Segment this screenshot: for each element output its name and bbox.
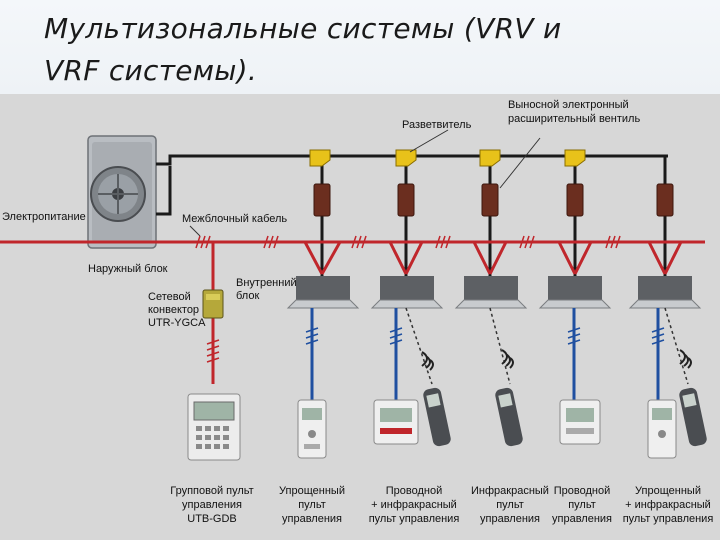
label-indoor-line1: Внутренний: [236, 277, 297, 289]
indoor-unit: [454, 276, 528, 309]
outdoor-unit: [87, 135, 157, 249]
indoor-unit: [286, 276, 360, 309]
splitters: [309, 149, 586, 167]
wired-controller: [559, 399, 601, 445]
label-interblock: Межблочный кабель: [182, 213, 287, 225]
control-cables: [310, 308, 660, 400]
controller-label-5-line1: Проводной: [554, 485, 611, 497]
indoor-unit: [538, 276, 612, 309]
controller-label-1-line1: Групповой пульт: [170, 485, 253, 497]
controller-label-4-line1: Инфракрасный: [471, 485, 549, 497]
label-netconv-line3: UTR-YGCA: [148, 317, 206, 329]
label-netconv-line1: Сетевой: [148, 291, 191, 303]
label-exv-line2: расширительный вентиль: [508, 113, 640, 125]
controller-label-4-line3: управления: [480, 513, 540, 525]
slide-title: Мультизональные системы (VRV и VRF систе…: [44, 8, 684, 92]
controller-label-2-line2: пульт: [298, 499, 326, 511]
indoor-unit: [370, 276, 444, 309]
controller-label-2-line3: управления: [282, 513, 342, 525]
vrf-diagram: Электропитание Наружный блок Межблочный …: [0, 94, 720, 540]
controller-label-4-line2: пульт: [496, 499, 524, 511]
indoor-units: [286, 276, 702, 309]
group-controller: [187, 393, 241, 461]
diagram-svg: Электропитание Наружный блок Межблочный …: [0, 99, 713, 525]
wired-ir-controller: [373, 399, 419, 445]
label-indoor-line2: блок: [236, 290, 259, 302]
controller-labels: Групповой пульт управления UTB-GDB Упрощ…: [170, 485, 713, 525]
controller-label-3-line3: пульт управления: [369, 513, 460, 525]
title-line-2: VRF системы).: [44, 54, 258, 87]
label-netconv-line2: конвектор: [148, 304, 199, 316]
network-converter: [202, 289, 224, 319]
power-cable: [0, 240, 705, 384]
label-exv-line1: Выносной электронный: [508, 99, 629, 111]
title-line-1: Мультизональные системы (VRV и: [44, 12, 562, 45]
ir-remote-2: [495, 387, 523, 447]
controller-label-3-line2: + инфракрасный: [371, 499, 457, 511]
controller-label-5-line2: пульт: [568, 499, 596, 511]
controller-label-6-line2: + инфракрасный: [625, 499, 711, 511]
controller-label-1-line3: UTB-GDB: [187, 513, 237, 525]
controller-label-3-line1: Проводной: [386, 485, 443, 497]
controller-label-1-line2: управления: [182, 499, 242, 511]
control-cable-hash-marks: [305, 327, 665, 345]
label-outdoor: Наружный блок: [88, 263, 168, 275]
simple-ir-controller: [647, 399, 677, 459]
ir-remote-3: [679, 387, 707, 447]
expansion-valves: [313, 183, 674, 217]
controller-label-2-line1: Упрощенный: [279, 485, 345, 497]
controller-label-6-line1: Упрощенный: [635, 485, 701, 497]
title-bar: Мультизональные системы (VRV и VRF систе…: [0, 0, 720, 96]
ir-waves: [421, 349, 692, 371]
leader-lines: [189, 129, 541, 237]
ir-remote-1: [423, 387, 451, 447]
cable-hash-marks: [195, 235, 621, 363]
indoor-unit: [628, 276, 702, 309]
label-power: Электропитание: [2, 211, 86, 223]
refrigerant-pipe: [156, 154, 668, 279]
ir-links: [405, 307, 689, 385]
controller-label-5-line3: управления: [552, 513, 612, 525]
label-splitter: Разветвитель: [402, 119, 472, 131]
simple-controller: [297, 399, 327, 459]
controller-label-6-line3: пульт управления: [623, 513, 714, 525]
